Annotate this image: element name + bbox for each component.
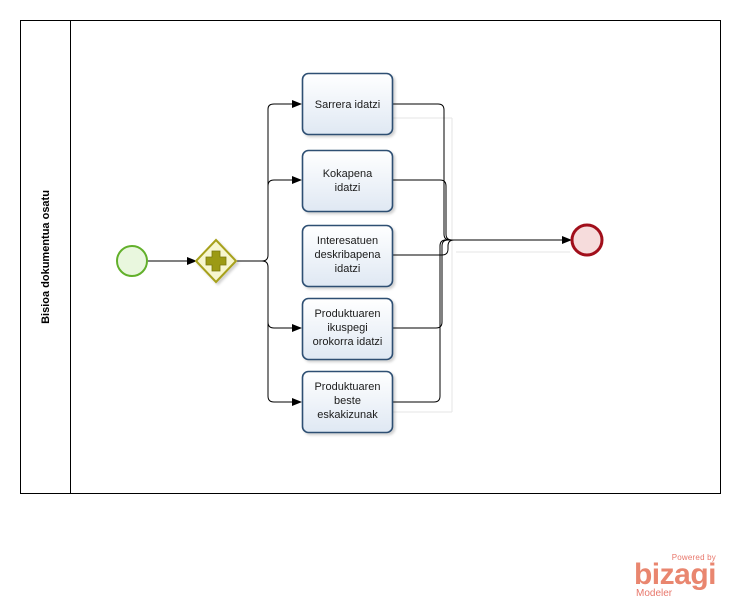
task-label: orokorra idatzi [313, 336, 383, 348]
task-label: beste [334, 395, 361, 407]
flow-gateway-to-task-2 [267, 176, 302, 187]
task-label: idatzi [335, 182, 361, 194]
task-label: eskakizunak [317, 409, 378, 421]
task-3[interactable]: Interesatuen deskribapena idatzi [301, 224, 394, 288]
task-label: Kokapena [323, 168, 373, 180]
end-event[interactable] [570, 223, 604, 257]
task-1[interactable]: Sarrera idatzi [301, 72, 394, 136]
task-5[interactable]: Produktuaren beste eskakizunak [301, 370, 394, 434]
flow-gateway-split [236, 100, 302, 262]
flow-gateway-to-task-5 [267, 322, 302, 406]
task-label: Sarrera idatzi [315, 99, 380, 111]
pool-label: Bisioa dokumentua osatu [40, 190, 52, 324]
task-label: Interesatuen [317, 235, 378, 247]
task-label: ikuspegi [327, 322, 367, 334]
watermark-powered-by: Powered by [671, 553, 716, 562]
start-event[interactable] [116, 245, 148, 277]
flow-task-2-to-end [393, 179, 453, 241]
task-2[interactable]: Kokapena idatzi [301, 149, 394, 213]
task-label: Produktuaren [314, 381, 380, 393]
watermark-product: Modeler [635, 588, 673, 599]
task-label: Produktuaren [314, 308, 380, 320]
flow-task-3-to-end [393, 239, 455, 256]
flow-task-1-to-end [393, 103, 451, 241]
task-label: deskribapena [314, 249, 381, 261]
flow-task-5-to-end [393, 239, 447, 403]
parallel-gateway[interactable] [194, 238, 238, 284]
task-label: idatzi [335, 263, 361, 275]
sequence-flows [148, 100, 572, 406]
flow-task-4-to-end [393, 239, 449, 329]
bizagi-watermark: Powered by bizagi Modeler [633, 553, 717, 599]
task-4[interactable]: Produktuaren ikuspegi orokorra idatzi [301, 297, 394, 361]
background-guides [392, 117, 570, 413]
watermark-brand-logo: bizagi [633, 558, 717, 591]
plus-icon [205, 250, 227, 272]
